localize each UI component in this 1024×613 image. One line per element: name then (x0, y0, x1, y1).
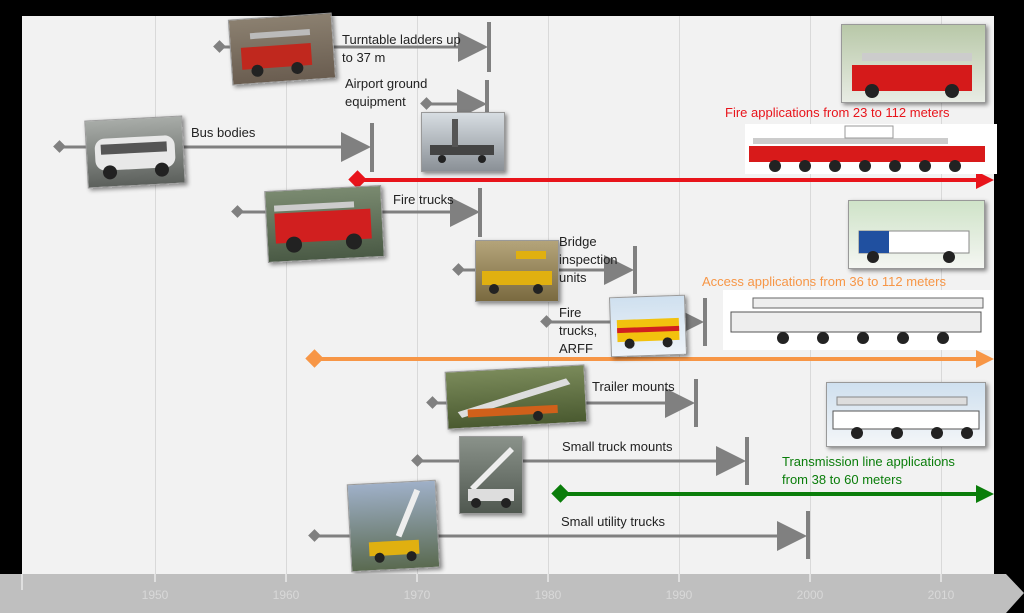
year-label-2010: 2010 (927, 588, 955, 602)
label-airport-ground: Airport ground equipment (345, 75, 427, 111)
photo-modern-ladder-truck (841, 24, 986, 103)
fire-applications-arrow (348, 170, 994, 189)
label-line: Turntable ladders up (342, 32, 461, 47)
gridline-1970 (417, 16, 418, 574)
label-line: Small truck mounts (562, 439, 673, 454)
label-line: Transmission line applications (782, 454, 955, 469)
label-small-utility-trucks: Small utility trucks (561, 513, 665, 531)
label-line: equipment (345, 94, 406, 109)
year-label-1990: 1990 (665, 588, 693, 602)
photo-utility-truck (346, 479, 441, 573)
label-line: units (559, 270, 587, 285)
photo-trailer-mount (444, 364, 588, 430)
label-bridge-inspection: Bridge inspection units (559, 233, 618, 287)
year-label-1970: 1970 (403, 588, 431, 602)
label-line: Small utility trucks (561, 514, 666, 529)
label-line: Trailer mounts (592, 379, 675, 394)
photo-vintage-bus (84, 115, 186, 189)
photo-red-fire-truck (264, 184, 385, 264)
year-axis (0, 574, 1024, 613)
label-fire-trucks: Fire trucks (393, 191, 454, 209)
label-bus-bodies: Bus bodies (191, 124, 255, 142)
label-trailer-mounts: Trailer mounts (592, 378, 675, 396)
label-line: Bridge (559, 234, 597, 249)
label-fire-trucks-arff: Fire trucks, ARFF (559, 304, 597, 358)
year-label-1950: 1950 (141, 588, 169, 602)
label-small-truck-mounts: Small truck mounts (562, 438, 673, 456)
photo-wind-turbine-access (723, 290, 993, 350)
label-line: Fire (559, 305, 582, 320)
label-line: ARFF (559, 341, 593, 356)
label-fire-applications: Fire applications from 23 to 112 meters (725, 105, 950, 120)
gridline-1950 (155, 16, 156, 574)
label-line: inspection (559, 252, 618, 267)
label-line: to 37 m (342, 50, 386, 65)
photo-fire-aerial-platform (745, 124, 997, 174)
year-label-1960: 1960 (272, 588, 300, 602)
photo-vintage-ladder-truck (227, 12, 337, 86)
label-turntable-ladders: Turntable ladders up to 37 m (342, 31, 461, 67)
photo-transmission-truck (826, 382, 986, 447)
label-line: Bus bodies (191, 125, 256, 140)
photo-bridge-unit (475, 240, 559, 302)
photo-small-truck-mount (459, 436, 523, 514)
label-line: Airport ground (345, 76, 428, 91)
label-access-applications: Access applications from 36 to 112 meter… (702, 274, 946, 289)
year-label-1980: 1980 (534, 588, 562, 602)
label-line: Fire trucks (393, 192, 454, 207)
access-applications-arrow (305, 349, 994, 368)
label-line: trucks, (559, 323, 598, 338)
gridline-1960 (286, 16, 287, 574)
label-line: from 38 to 60 meters (782, 472, 902, 487)
photo-access-truck-blue (848, 200, 985, 269)
label-transmission-applications: Transmission line applications from 38 t… (782, 453, 955, 489)
photo-arff-truck (608, 294, 688, 358)
photo-airport-platform (421, 112, 505, 172)
year-label-2000: 2000 (796, 588, 824, 602)
transmission-applications-arrow (551, 484, 994, 503)
